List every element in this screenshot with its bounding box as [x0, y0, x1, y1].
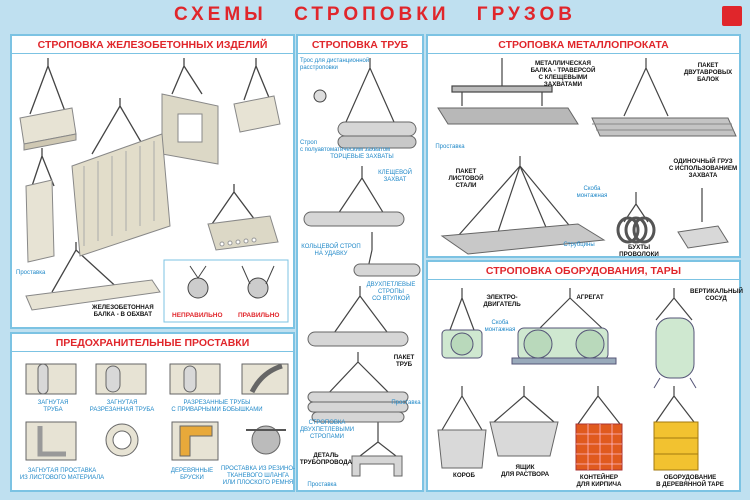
- label-unit: АГРЕГАТ: [576, 294, 604, 301]
- logo-icon: [722, 6, 742, 26]
- label-bent-cut-pipe: ЗАГНУТАЯ РАЗРЕЗАННАЯ ТРУБА: [89, 400, 155, 413]
- aggregate: [511, 327, 617, 365]
- wood-crate: [653, 421, 699, 471]
- label-eq-mount-loop: Скоба монтажная: [484, 320, 516, 333]
- label-box: КОРОБ: [453, 472, 475, 479]
- panel-metal: СТРОПОВКА МЕТАЛЛОПРОКАТА МЕТАЛЛИЧЕСКАЯ Б…: [426, 34, 741, 258]
- ibeam-pack: [591, 117, 737, 137]
- metal-illustrations: [437, 58, 737, 255]
- poster-title: СХЕМЫ СТРОПОВКИ ГРУЗОВ: [174, 4, 576, 25]
- panel-concrete-title: СТРОПОВКА ЖЕЛЕЗОБЕТОННЫХ ИЗДЕЛИЙ: [12, 36, 293, 54]
- panel-guards-title: ПРЕДОХРАНИТЕЛЬНЫЕ ПРОСТАВКИ: [12, 334, 293, 352]
- pipeline-part: [351, 455, 403, 477]
- panel-metal-title: СТРОПОВКА МЕТАЛЛОПРОКАТА: [428, 36, 739, 54]
- label-spacer: Проставка: [16, 270, 46, 276]
- label-beam-traverse: МЕТАЛЛИЧЕСКАЯ БАЛКА - ТРАВЕРСОЙ С КЛЕЩЕВ…: [530, 60, 596, 88]
- label-wrong: НЕПРАВИЛЬНО: [172, 312, 223, 319]
- label-right: ПРАВИЛЬНО: [238, 312, 280, 319]
- wire-coils: [616, 216, 656, 244]
- panel-pipes-title: СТРОПОВКА ТРУБ: [298, 36, 422, 54]
- equipment-illustrations: [437, 288, 699, 471]
- concrete-ribbed-panel: [71, 133, 171, 257]
- label-end-grips: ТОРЦЕВЫЕ ЗАХВАТЫ: [330, 154, 394, 160]
- label-pipeline-part: ДЕТАЛЬ ТРУБОПРОВОДА: [299, 452, 353, 466]
- pipe-pack: [307, 391, 409, 423]
- brick-container: [575, 423, 623, 471]
- label-motor: ЭЛЕКТРО- ДВИГАТЕЛЬ: [483, 294, 521, 308]
- label-two-leg-slings: СТРОПОВКА ДВУХПЕТЛЕВЫМИ СТРОПАМИ: [299, 420, 355, 440]
- label-metal-spacer: Проставка: [435, 144, 465, 150]
- sheet-pack: [440, 223, 606, 255]
- vertical-vessel: [653, 317, 697, 389]
- label-sheet-pack: ПАКЕТ ЛИСТОВОЙ СТАЛИ: [448, 168, 484, 189]
- label-beam-wrap: ЖЕЛЕЗОБЕТОННАЯ БАЛКА - В ОБХВАТ: [92, 304, 154, 318]
- panel-equipment: СТРОПОВКА ОБОРУДОВАНИЯ, ТАРЫ: [426, 260, 743, 492]
- label-pipe-spacer2: Проставка: [307, 482, 337, 488]
- electric-motor: [441, 329, 483, 359]
- single-load: [677, 225, 729, 249]
- metal-beam: [437, 107, 579, 125]
- label-bent-sheet: ЗАГНУТАЯ ПРОСТАВКА ИЗ ЛИСТОВОГО МАТЕРИАЛ…: [19, 468, 105, 481]
- mortar-box: [489, 421, 559, 457]
- label-cut-pipes: РАЗРЕЗАННЫЕ ТРУБЫ С ПРИВАРНЫМИ БОБЫШКАМИ: [171, 400, 263, 413]
- pipe-pincer: [303, 211, 405, 227]
- label-metal-mount-loop: Скоба монтажная: [576, 186, 608, 199]
- remote-release-icon: [313, 89, 327, 103]
- label-pincer: КЛЕЩЕВОЙ ЗАХВАТ: [378, 170, 412, 183]
- panel-guards: ПРЕДОХРАНИТЕЛЬНЫЕ ПРОСТАВКИ ЗАГНУТАЯ ТРУ…: [10, 332, 295, 492]
- concrete-beam: [25, 279, 161, 311]
- label-ring-sling: КОЛЬЦЕВОЙ СТРОП НА УДАВКУ: [301, 244, 361, 257]
- box: [437, 429, 487, 469]
- label-vessel: ВЕРТИКАЛЬНЫЙ СОСУД: [690, 288, 743, 302]
- label-wood-bars: ДЕРЕВЯННЫЕ БРУСКИ: [170, 468, 214, 481]
- label-sling-semi: Строп с полуавтоматическим захватом: [300, 140, 391, 153]
- label-clamps: Струбцины: [563, 242, 595, 248]
- pipe-ring-sling: [353, 263, 421, 277]
- pipe-illustrations: [303, 58, 421, 477]
- pipe-end-grips: [337, 121, 417, 137]
- label-wood-crate: ОБОРУДОВАНИЕ В ДЕРЕВЯННОЙ ТАРЕ: [656, 474, 724, 488]
- label-two-leg-sleeve: ДВУХПЕТЛЕВЫЕ СТРОПЫ СО ВТУЛКОЙ: [366, 282, 416, 302]
- concrete-block: [233, 95, 281, 133]
- label-remote-rope: Трос для дистанционной расстроповки: [300, 58, 370, 71]
- label-rubber-hose: ПРОСТАВКА ИЗ РЕЗИНО- ТКАНЕВОГО ШЛАНГА ИЛ…: [220, 466, 296, 486]
- label-pipe-spacer1: Проставка: [391, 400, 421, 406]
- hollow-slab: [207, 215, 279, 251]
- label-brick-container: КОНТЕЙНЕР ДЛЯ КИРПИЧА: [576, 474, 622, 488]
- label-single-grab: ОДИНОЧНЫЙ ГРУЗ С ИСПОЛЬЗОВАНИЕМ ЗАХВАТА: [668, 158, 738, 179]
- label-mortar-box: ЯЩИК ДЛЯ РАСТВОРА: [500, 464, 550, 478]
- label-pipe-pack: ПАКЕТ ТРУБ: [393, 354, 415, 368]
- concrete-column: [25, 179, 55, 263]
- label-wire-coils: БУХТЫ ПРОВОЛОКИ: [619, 244, 659, 258]
- concrete-illustrations: [19, 58, 289, 323]
- panel-concrete: СТРОПОВКА ЖЕЛЕЗОБЕТОННЫХ ИЗДЕЛИЙ Прост: [10, 34, 295, 329]
- panel-equipment-title: СТРОПОВКА ОБОРУДОВАНИЯ, ТАРЫ: [428, 262, 739, 280]
- guard-illustrations: [25, 363, 289, 461]
- label-bent-pipe: ЗАГНУТАЯ ТРУБА: [37, 400, 69, 413]
- label-ibeam-pack: ПАКЕТ ДВУТАВРОВЫХ БАЛОК: [683, 62, 733, 83]
- pipe-two-leg-sleeve: [307, 331, 409, 347]
- panel-pipes: СТРОПОВКА ТРУБ Трос для дистанционной ра…: [296, 34, 424, 492]
